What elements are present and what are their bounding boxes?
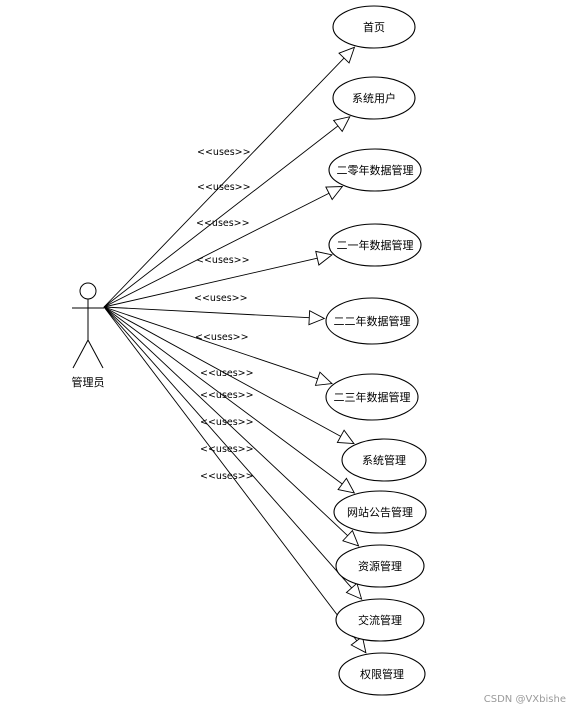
use-case-label: 二一年数据管理 bbox=[337, 238, 414, 252]
arrow-head bbox=[350, 635, 367, 654]
stereotype-label: <<uses>> bbox=[197, 147, 251, 158]
stereotype-label: <<uses>> bbox=[195, 332, 249, 343]
use-case-label: 二零年数据管理 bbox=[337, 163, 414, 177]
stereotype-labels: <<uses>> <<uses>> <<uses>> <<uses>> <<uses>>… bbox=[194, 147, 254, 482]
use-case: 系统用户 bbox=[332, 76, 416, 120]
association-line bbox=[103, 192, 330, 308]
use-case-label: 首页 bbox=[363, 20, 385, 34]
use-case: 资源管理 bbox=[335, 544, 425, 588]
association-line bbox=[103, 306, 343, 485]
use-case-ellipse bbox=[341, 438, 427, 482]
stereotype-label: <<uses>> bbox=[194, 293, 248, 304]
association-line bbox=[103, 306, 318, 380]
actor-right-leg bbox=[87, 339, 104, 369]
association-line bbox=[103, 306, 348, 536]
actor-left-leg bbox=[72, 339, 89, 369]
use-case-label: 交流管理 bbox=[358, 613, 402, 627]
use-case-label: 系统管理 bbox=[362, 453, 406, 467]
association-line bbox=[103, 306, 310, 319]
arrow-head bbox=[338, 46, 356, 64]
arrow-head bbox=[308, 310, 326, 326]
association-line bbox=[103, 306, 358, 642]
use-case-ellipse bbox=[332, 76, 416, 120]
association-line bbox=[103, 57, 345, 308]
use-case-ellipse bbox=[325, 373, 419, 421]
association-line bbox=[103, 306, 353, 589]
stereotype-label: <<uses>> bbox=[196, 218, 250, 229]
stereotype-label: <<uses>> bbox=[200, 471, 254, 482]
use-case-ellipse bbox=[335, 598, 425, 642]
use-case: 二三年数据管理 bbox=[325, 373, 419, 421]
use-case-ellipse bbox=[335, 544, 425, 588]
use-case-label: 二二年数据管理 bbox=[334, 314, 411, 328]
use-case: 网站公告管理 bbox=[333, 490, 427, 534]
use-cases: 首页系统用户二零年数据管理二一年数据管理二二年数据管理二三年数据管理系统管理网站… bbox=[325, 5, 427, 696]
watermark: CSDN @VXbishe bbox=[484, 694, 566, 705]
stereotype-label: <<uses>> bbox=[200, 444, 254, 455]
use-case-ellipse bbox=[325, 297, 419, 345]
stereotype-label: <<uses>> bbox=[200, 390, 254, 401]
association-line bbox=[103, 306, 341, 437]
use-case: 交流管理 bbox=[335, 598, 425, 642]
use-case-ellipse bbox=[338, 652, 426, 696]
stereotype-label: <<uses>> bbox=[200, 417, 254, 428]
arrow-head bbox=[314, 371, 333, 386]
stereotype-label: <<uses>> bbox=[197, 182, 251, 193]
association-line bbox=[103, 257, 318, 308]
use-case-ellipse bbox=[332, 5, 416, 49]
use-case-label: 网站公告管理 bbox=[347, 505, 413, 519]
actor-label: 管理员 bbox=[72, 375, 105, 389]
associations bbox=[103, 46, 367, 654]
arrow-head bbox=[345, 582, 363, 600]
arrow-head bbox=[342, 529, 360, 547]
arrow-head bbox=[325, 186, 344, 201]
use-case: 二零年数据管理 bbox=[328, 148, 422, 192]
actor-head bbox=[79, 282, 97, 300]
stereotype-label: <<uses>> bbox=[200, 368, 254, 379]
actor: 管理员 bbox=[72, 282, 105, 389]
use-case-label: 系统用户 bbox=[352, 91, 396, 105]
use-case-ellipse bbox=[333, 490, 427, 534]
use-case-label: 二三年数据管理 bbox=[334, 390, 411, 404]
stereotype-label: <<uses>> bbox=[196, 255, 250, 266]
use-case: 首页 bbox=[332, 5, 416, 49]
use-case-label: 权限管理 bbox=[360, 667, 404, 681]
association-line bbox=[103, 125, 339, 308]
arrow-head bbox=[315, 250, 333, 266]
use-case-label: 资源管理 bbox=[358, 559, 402, 573]
arrow-head bbox=[337, 477, 356, 494]
use-case-ellipse bbox=[328, 223, 422, 267]
arrow-head bbox=[332, 116, 351, 133]
use-case: 系统管理 bbox=[341, 438, 427, 482]
arrow-head bbox=[336, 429, 355, 445]
use-case: 二二年数据管理 bbox=[325, 297, 419, 345]
use-case-ellipse bbox=[328, 148, 422, 192]
use-case: 权限管理 bbox=[338, 652, 426, 696]
use-case: 二一年数据管理 bbox=[328, 223, 422, 267]
